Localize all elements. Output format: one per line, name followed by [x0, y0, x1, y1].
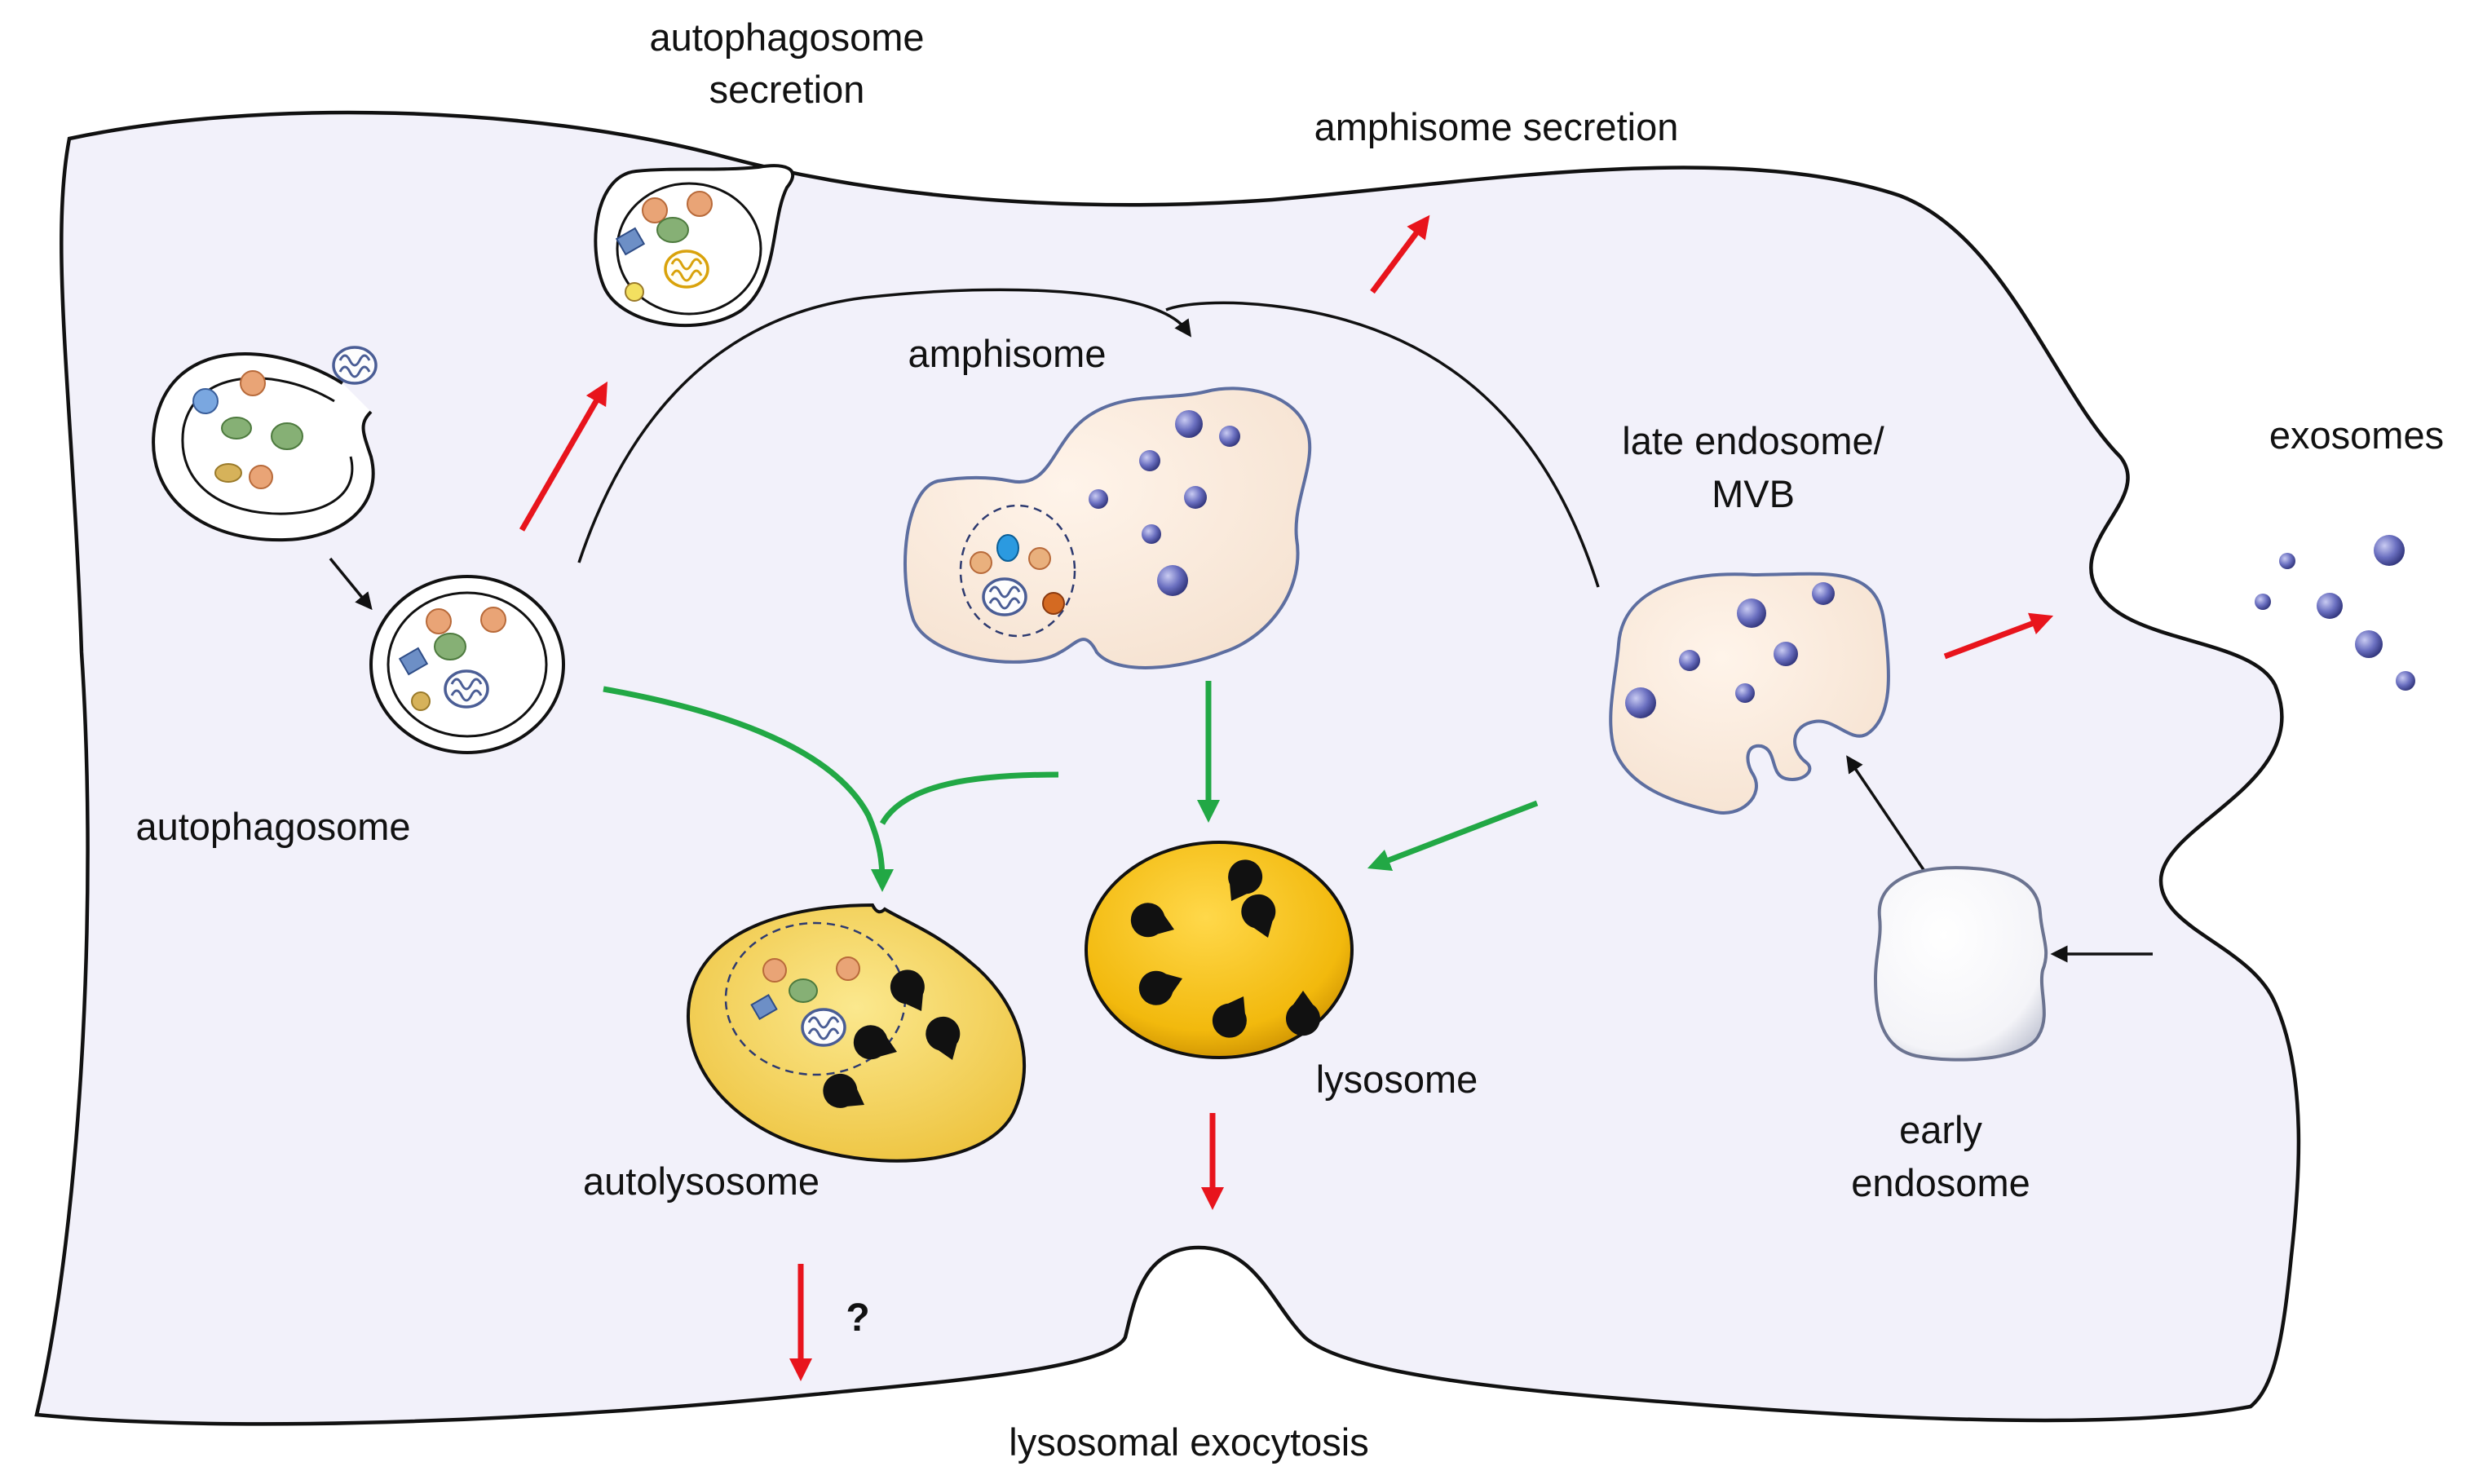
lysosomal-exocytosis-label: lysosomal exocytosis	[1009, 1420, 1368, 1464]
secreting-autophagosome	[594, 164, 794, 327]
exosomes-label: exosomes	[2269, 413, 2444, 457]
exosome	[2396, 671, 2415, 691]
autophagosome-to-amphisome-line	[577, 288, 1192, 563]
late-endosome-mvb	[1609, 572, 1890, 815]
mitochondrion-icon	[982, 577, 1027, 616]
autophagosome-secretion-arrow	[519, 381, 607, 532]
late-endosome-to-amphisome-line	[1165, 301, 1600, 588]
amphisome-secretion-arrow	[1370, 214, 1430, 294]
unknown-pathway-question-mark: ?	[846, 1296, 869, 1340]
early-to-late-endosome-arrow	[1846, 755, 1933, 881]
exosome	[2317, 593, 2343, 619]
lysosome	[1085, 841, 1354, 1059]
late-endosome-label-line1: late endosome/	[1622, 419, 1884, 462]
exosome	[2355, 630, 2383, 658]
exosome	[2279, 553, 2295, 569]
mitochondrion-icon	[801, 1008, 846, 1047]
autophagosome	[369, 575, 565, 754]
early-endosome-label-line2: endosome	[1851, 1161, 2030, 1204]
early-endosome	[1873, 866, 2048, 1062]
autolysosome-label: autolysosome	[583, 1159, 820, 1203]
autophagosome-secretion-label-line1: autophagosome	[649, 15, 924, 59]
autophagosome-formation-arrow	[329, 557, 373, 611]
lysosome-branch-line	[879, 771, 1059, 825]
cell-membrane	[34, 110, 2301, 1426]
amphisome-secretion-label: amphisome secretion	[1314, 105, 1679, 148]
autophagosome-label: autophagosome	[135, 805, 410, 848]
phagophore	[152, 346, 378, 542]
amphisome	[903, 386, 1312, 669]
early-endosome-label-line1: early	[1899, 1108, 1982, 1151]
exosomes	[2255, 535, 2415, 691]
amphisome-label: amphisome	[908, 332, 1107, 375]
autophagosome-secretion-label-line2: secretion	[709, 68, 865, 111]
lysosome-label: lysosome	[1316, 1058, 1478, 1101]
mitochondrion-icon	[444, 669, 489, 709]
exosome	[2374, 535, 2405, 566]
late-endosome-to-lysosome-arrow	[1367, 800, 1539, 872]
mitochondrion-icon	[332, 346, 378, 385]
late-endosome-label-line2: MVB	[1712, 472, 1795, 515]
autolysosome	[687, 903, 1027, 1163]
exosome-release-arrow	[1943, 612, 2054, 660]
autophagosome-lysosome-fusion-arrow	[603, 686, 894, 892]
mitochondrion-icon	[664, 250, 709, 289]
exosome	[2255, 594, 2271, 610]
